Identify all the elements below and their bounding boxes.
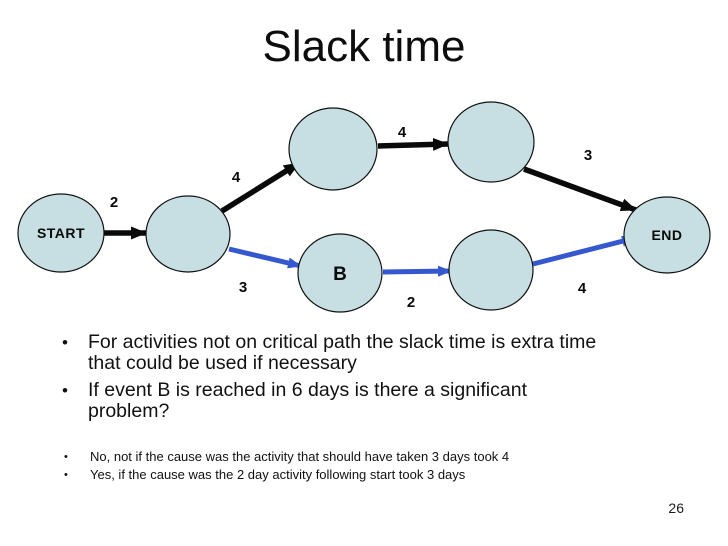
bullet-text-line: that could be used if necessary — [88, 352, 357, 374]
sub-bullet-item: • Yes, if the cause was the 2 day activi… — [58, 466, 706, 484]
edge-topright-to-end — [523, 166, 637, 213]
edge-weight-labels: 2 4 4 3 3 2 4 — [110, 124, 592, 311]
edge-weight: 2 — [110, 194, 118, 211]
node-start — [17, 193, 105, 273]
bullet-text: If event B is reached in 6 days is there… — [88, 380, 527, 422]
bullet-text-line: If event B is reached in 6 days is there… — [88, 379, 527, 401]
edge-weight: 3 — [584, 147, 592, 164]
edge-weight: 3 — [239, 279, 247, 296]
edge-afterstart-to-b — [228, 246, 302, 269]
node-b-label: B — [333, 264, 347, 285]
bullet-text-line: problem? — [88, 400, 170, 422]
bullet-dot: • — [62, 381, 68, 400]
edge-bottomright-to-end — [532, 235, 636, 267]
page-number: 26 — [668, 500, 684, 516]
node-top-left — [288, 107, 378, 191]
bullet-dot: • — [64, 451, 68, 463]
edge-topleft-to-topright — [377, 137, 449, 151]
node-b — [297, 233, 383, 313]
edge-weight: 2 — [407, 294, 415, 311]
bullet-item: • For activities not on critical path th… — [58, 332, 706, 374]
edge-b-to-bottomright — [382, 265, 452, 277]
sub-bullet-text: Yes, if the cause was the 2 day activity… — [90, 467, 466, 482]
bullet-list: • For activities not on critical path th… — [58, 332, 706, 484]
bullet-text: For activities not on critical path the … — [88, 332, 596, 374]
bullet-item: • If event B is reached in 6 days is the… — [58, 380, 706, 422]
network-diagram: START B END 2 4 4 3 3 2 4 — [17, 101, 711, 313]
node-bottom-right — [448, 229, 534, 311]
node-end — [623, 196, 711, 274]
node-start-label: START — [37, 225, 85, 241]
edge-afterstart-to-topleft — [220, 160, 301, 214]
slide-title: Slack time — [262, 22, 466, 71]
edge-arrows — [104, 137, 637, 277]
bullet-text-line: For activities not on critical path the … — [88, 331, 597, 353]
sub-bullet-text: No, not if the cause was the activity th… — [90, 449, 510, 464]
sub-bullet-list: • No, not if the cause was the activity … — [58, 448, 706, 484]
sub-bullet-item: • No, not if the cause was the activity … — [58, 448, 706, 466]
bullet-dot: • — [64, 469, 68, 481]
bullet-dot: • — [62, 333, 68, 352]
nodes: START B END — [17, 101, 711, 313]
edge-weight: 4 — [398, 124, 407, 141]
edge-weight: 4 — [578, 280, 587, 297]
edge-weight: 4 — [232, 169, 241, 186]
node-top-right — [447, 101, 535, 183]
node-after-start — [145, 195, 231, 273]
node-end-label: END — [651, 227, 682, 243]
